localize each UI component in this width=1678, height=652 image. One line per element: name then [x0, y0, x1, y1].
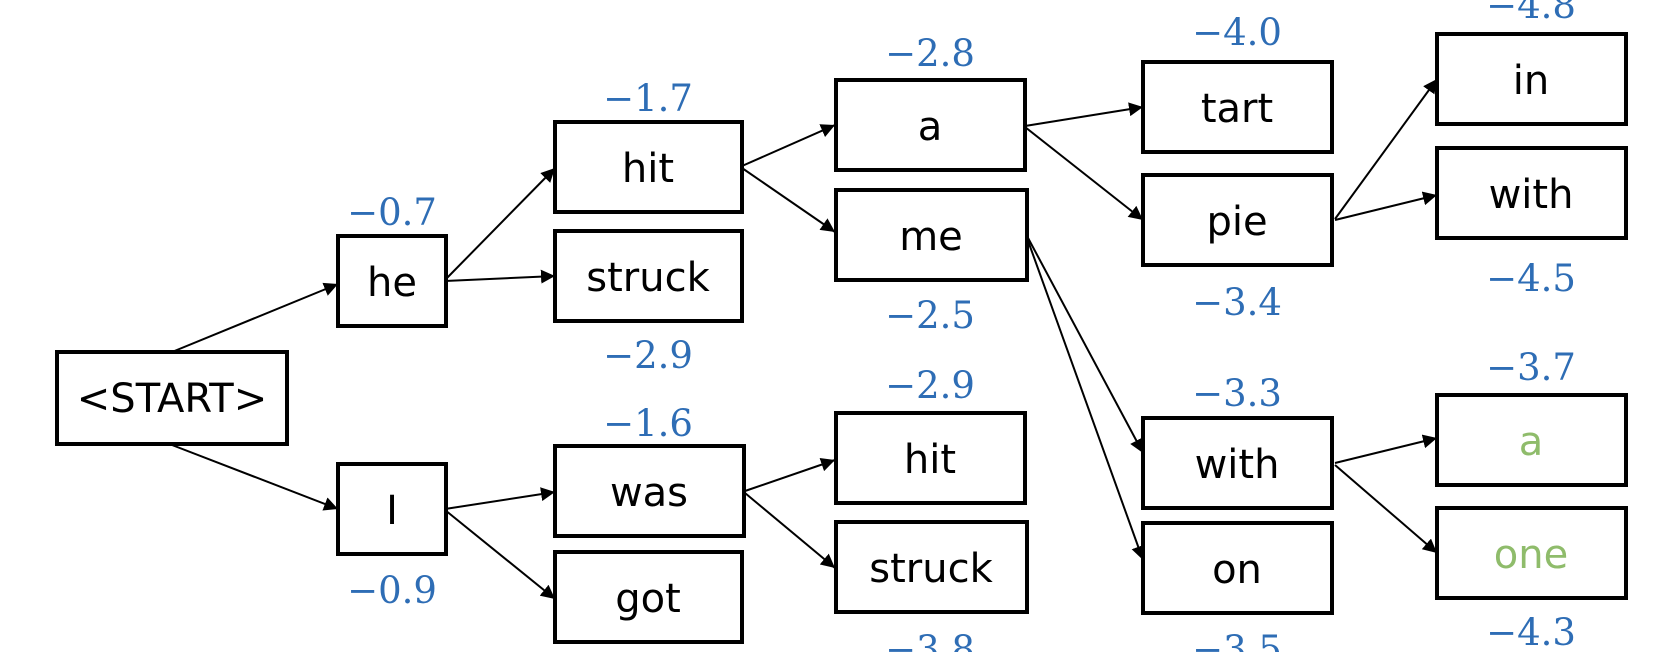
score-struck1: −2.9 — [603, 334, 693, 377]
edge-start-he — [171, 282, 339, 353]
node-was-label: was — [610, 470, 688, 516]
node-a2-box — [1435, 393, 1628, 487]
score-pie: −3.4 — [1192, 281, 1282, 324]
node-struck1-box — [553, 229, 744, 323]
node-with2-label: with — [1489, 172, 1574, 218]
edge-with-a — [1334, 434, 1438, 464]
score-tart: −4.0 — [1192, 11, 1282, 54]
edge-i-was — [444, 487, 556, 510]
node-got-box — [553, 550, 744, 644]
node-hit2-label: hit — [904, 437, 956, 483]
edge-me-with — [1026, 235, 1144, 454]
node-i-box — [336, 462, 448, 556]
node-a1-box — [834, 78, 1027, 172]
node-pie-label: pie — [1206, 199, 1267, 245]
node-one-box — [1435, 506, 1628, 600]
edge-start-i — [171, 444, 339, 511]
score-with1: −3.3 — [1192, 372, 1282, 415]
edge-he-struck — [444, 269, 556, 284]
node-with2-box — [1435, 146, 1628, 240]
score-he: −0.7 — [347, 191, 437, 234]
edge-hit-a — [741, 124, 836, 167]
score-one: −4.3 — [1486, 611, 1576, 652]
edges — [171, 78, 1438, 600]
node-tart-label: tart — [1201, 86, 1273, 132]
node-tart-box — [1141, 60, 1334, 154]
score-i: −0.9 — [347, 569, 437, 612]
node-struck2-label: struck — [869, 546, 993, 592]
node-got-label: got — [615, 576, 681, 622]
edge-pie-with — [1334, 191, 1438, 221]
score-hit1: −1.7 — [603, 77, 693, 120]
edge-with-one — [1334, 464, 1438, 554]
score-was: −1.6 — [603, 402, 693, 445]
node-hit1-label: hit — [622, 146, 674, 192]
node-was-box — [553, 444, 746, 538]
edge-was-struck — [744, 492, 836, 569]
node-in-label: in — [1513, 58, 1549, 104]
score-a1: −2.8 — [885, 32, 975, 75]
score-with2: −4.5 — [1486, 257, 1576, 300]
node-pie-box — [1141, 173, 1334, 267]
node-with1-label: with — [1195, 442, 1280, 488]
node-i-label: I — [386, 488, 398, 534]
node-struck1-label: struck — [586, 255, 710, 301]
score-a2: −3.7 — [1486, 346, 1576, 389]
node-hit1-box — [553, 120, 744, 214]
node-labels: <START> he I hit struck was got a me hit… — [77, 58, 1574, 622]
edge-was-hit — [744, 457, 836, 492]
edge-he-hit — [444, 167, 556, 281]
node-with1-box — [1141, 416, 1334, 510]
node-a1-label: a — [918, 104, 943, 150]
score-on: −3.5 — [1192, 628, 1282, 652]
node-me-box — [834, 188, 1029, 282]
score-labels: −0.7 −0.9 −1.7 −2.9 −1.6 −2.8 −2.5 −2.9 … — [347, 0, 1576, 652]
node-he-box — [336, 234, 448, 328]
node-start-label: <START> — [77, 376, 267, 422]
node-hit2-box — [834, 411, 1027, 505]
node-start-box — [55, 350, 289, 446]
score-struck2: −3.8 — [885, 628, 975, 652]
node-on-label: on — [1212, 547, 1262, 593]
edge-a-tart — [1024, 102, 1144, 127]
node-he-label: he — [367, 260, 417, 306]
node-struck2-box — [834, 520, 1029, 614]
node-on-box — [1141, 521, 1334, 615]
edge-a-pie — [1024, 126, 1144, 221]
score-me: −2.5 — [885, 294, 975, 337]
nodes — [55, 32, 1628, 644]
edge-hit-me — [741, 167, 836, 233]
node-a2-label: a — [1519, 419, 1544, 465]
edge-pie-in — [1334, 78, 1438, 220]
node-me-label: me — [899, 214, 963, 260]
edge-me-on — [1026, 237, 1145, 561]
node-one-label: one — [1494, 532, 1568, 578]
edge-i-got — [444, 509, 556, 600]
score-hit2: −2.9 — [885, 364, 975, 407]
score-in: −4.8 — [1486, 0, 1576, 27]
node-in-box — [1435, 32, 1628, 126]
